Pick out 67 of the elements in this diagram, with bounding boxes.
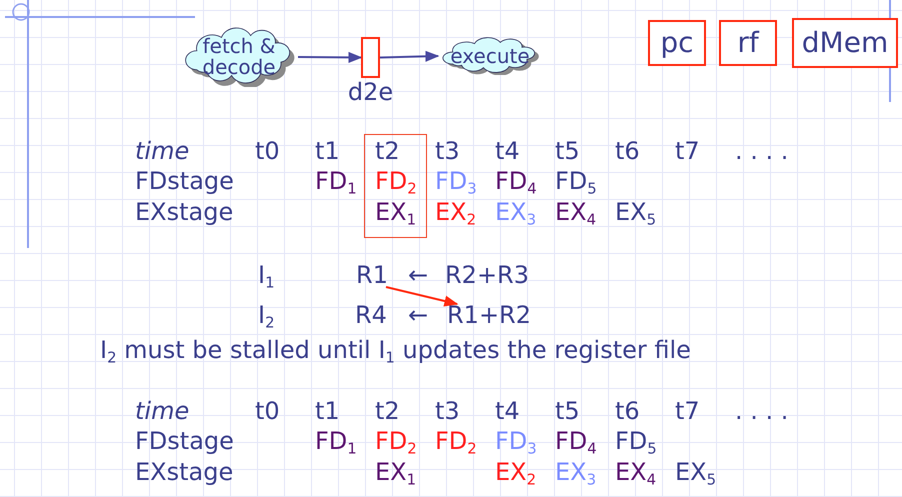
- stage-entry: FD$_{4}$: [555, 428, 597, 457]
- stage-entry: FD$_{1}$: [315, 428, 357, 457]
- arrow: [386, 286, 458, 306]
- axis-label: time: [135, 398, 190, 424]
- stage-entry: FD$_{5}$: [555, 168, 597, 197]
- assign-arrow: ←: [408, 302, 428, 328]
- time-step: t7: [675, 138, 700, 164]
- stage-entry: FD$_{3}$: [435, 168, 477, 197]
- time-step: t3: [435, 138, 460, 164]
- stage-entry: FD$_{4}$: [495, 168, 537, 197]
- time-step: . . . .: [735, 138, 788, 164]
- stage-entry: FD$_{5}$: [615, 428, 657, 457]
- stage-entry: EX$_{3}$: [495, 199, 536, 228]
- state-box: [719, 20, 777, 66]
- time-step: t3: [435, 398, 460, 424]
- stage-label: EXstage: [135, 459, 234, 486]
- stage-entry: FD$_{1}$: [315, 168, 357, 197]
- time-step: t4: [495, 398, 520, 424]
- stage-label: FDstage: [135, 428, 234, 454]
- stage-entry: EX$_{1}$: [375, 199, 416, 228]
- time-step: t6: [615, 398, 640, 424]
- time-step: t0: [255, 138, 280, 164]
- state-box: [648, 20, 706, 66]
- stage-label: FDstage: [135, 168, 234, 194]
- time-step: t1: [315, 138, 340, 164]
- time-step: t2: [375, 138, 400, 164]
- stage-entry: FD$_{2}$: [375, 428, 417, 457]
- node-label: pc: [660, 28, 694, 58]
- register-text: R4: [355, 302, 387, 328]
- stage-entry: EX$_{5}$: [615, 199, 656, 228]
- stage-entry: EX$_{4}$: [615, 459, 656, 488]
- stage-entry: EX$_{1}$: [375, 459, 416, 488]
- stage-entry: FD$_{3}$: [495, 428, 537, 457]
- state-box: [792, 18, 898, 68]
- arrow: [298, 52, 362, 63]
- node-label: dMem: [802, 28, 888, 58]
- time-step: . . . .: [735, 398, 788, 424]
- time-step: t2: [375, 398, 400, 424]
- time-step: t7: [675, 398, 700, 424]
- stage-entry: EX$_{5}$: [675, 459, 716, 488]
- stage-entry: FD$_{2}$: [435, 428, 477, 457]
- time-step: t5: [555, 398, 580, 424]
- stage-entry: EX$_{4}$: [555, 199, 596, 228]
- node-label: R1: [356, 263, 388, 289]
- time-step: t1: [315, 398, 340, 424]
- stage-entry: EX$_{2}$: [435, 199, 476, 228]
- node-label: rf: [737, 28, 759, 58]
- stage-entry: EX$_{2}$: [495, 459, 536, 488]
- time-step: t5: [555, 138, 580, 164]
- highlight-frame: [364, 134, 427, 238]
- time-step: t6: [615, 138, 640, 164]
- axis-label: time: [135, 138, 190, 164]
- stage-entry: FD$_{2}$: [375, 168, 417, 197]
- node-label: execute: [450, 46, 530, 66]
- stage-entry: EX$_{3}$: [555, 459, 596, 488]
- instruction-label: I$_{1}$: [258, 262, 275, 291]
- time-step: t4: [495, 138, 520, 164]
- assign-arrow: ←: [408, 262, 428, 288]
- arrow: [380, 50, 440, 62]
- node-label: R1+R2: [447, 303, 531, 329]
- stage-label: EXstage: [135, 199, 234, 226]
- node-label: fetch & decode: [201, 36, 277, 78]
- operand-text: R2+R3: [445, 262, 529, 288]
- time-step: t0: [255, 398, 280, 424]
- note-text: I$_{2}$ must be stalled until I$_{1}$ updates the register file: [100, 337, 691, 366]
- node-caption: d2e: [348, 78, 394, 106]
- instruction-label: I$_{2}$: [258, 302, 275, 331]
